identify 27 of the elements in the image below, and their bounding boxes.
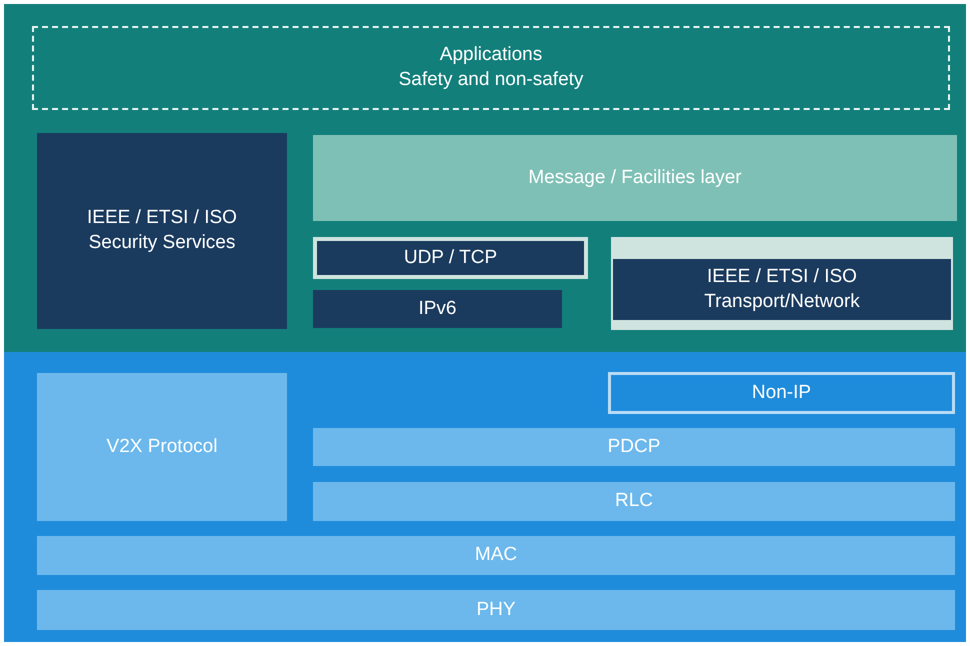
layer-label: MAC	[474, 543, 518, 568]
layer-label: IPv6	[418, 296, 457, 321]
layer-box	[313, 482, 955, 521]
layer-box	[313, 237, 588, 279]
layer-label: RLC	[614, 489, 653, 514]
layer-label: V2X Protocol	[106, 434, 218, 459]
layer-label: PHY	[476, 598, 516, 622]
layer-box	[313, 290, 562, 328]
layer-label: Safety and non-safety	[398, 68, 584, 92]
layer-label: Non-IP	[752, 380, 812, 405]
layer-box	[313, 135, 957, 221]
layer-box	[32, 26, 950, 110]
layer-box	[608, 372, 955, 414]
layer-box	[313, 428, 955, 466]
layer-label: IEEE / ETSI / ISO Security Services	[86, 206, 238, 255]
layer-label: Message / Facilities layer	[528, 166, 742, 190]
layer-box	[37, 536, 955, 575]
layer-band	[4, 352, 966, 642]
layer-label: PDCP	[608, 434, 660, 459]
layer-box	[37, 590, 955, 630]
layer-label: UDP / TCP	[404, 246, 498, 270]
layer-label: IEEE / ETSI / ISO Transport/Network	[703, 264, 861, 314]
layer-box	[611, 237, 953, 330]
layer-band	[4, 4, 966, 352]
layer-label: Applications	[440, 43, 542, 68]
layer-box	[37, 133, 287, 329]
layer-box	[37, 373, 287, 521]
